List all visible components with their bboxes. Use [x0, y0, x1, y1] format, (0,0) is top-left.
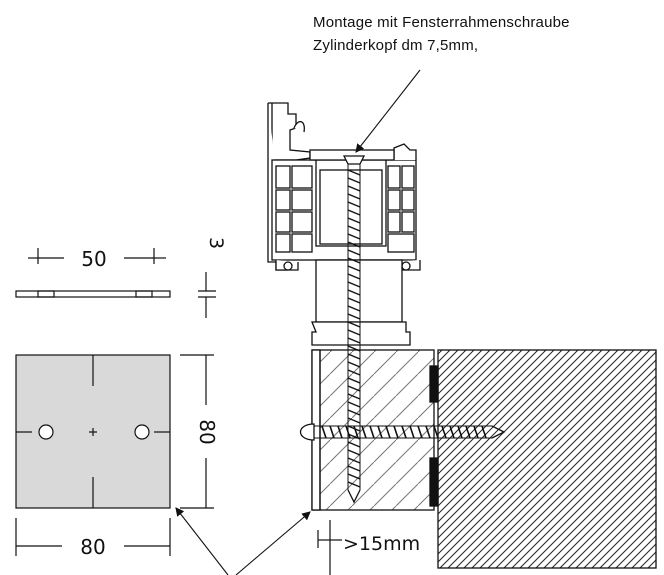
dim-shim-thickness: 3 [205, 237, 227, 249]
dim-edge-distance: >15mm [343, 533, 420, 555]
frame-screw-vertical [342, 155, 366, 504]
dim-plate-height: 80 [195, 419, 219, 444]
dim-plate-width: 80 [80, 535, 105, 559]
edge-distance-dimension [317, 520, 342, 575]
leader-plate [175, 507, 229, 575]
support-block [311, 349, 439, 511]
annotation-line-2: Zylinderkopf dm 7,5mm, [313, 37, 479, 54]
wall-screw-horizontal [299, 423, 506, 441]
leader-block [235, 511, 311, 575]
window-frame-profile [267, 102, 421, 271]
wall-masonry [437, 349, 657, 569]
spacer-stack [311, 259, 411, 346]
plate-hole-right [134, 424, 150, 440]
shim-side-view [15, 248, 216, 318]
annotation-line-1: Montage mit Fensterrahmenschraube [313, 14, 570, 31]
plate-front-view [15, 354, 171, 509]
plate-hole-left [38, 424, 54, 440]
dim-shim-width: 50 [81, 247, 106, 271]
leader-lines [175, 69, 421, 575]
leader-screw-annotation [355, 69, 421, 153]
